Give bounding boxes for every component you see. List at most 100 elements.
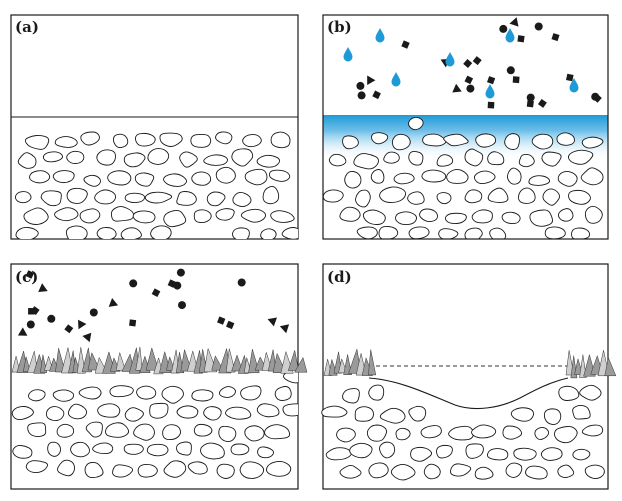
soil-pebble — [120, 227, 142, 239]
water-drop-icon — [391, 72, 401, 87]
soil-pebble — [544, 226, 566, 239]
soil-pebble — [66, 150, 85, 164]
soil-pebble — [191, 389, 214, 402]
soil-pebble — [422, 133, 447, 147]
panel-d-crust-remnants — [323, 348, 617, 379]
soil-pebble — [438, 228, 459, 239]
particle-triangle-icon — [78, 319, 87, 330]
soil-pebble — [557, 208, 574, 222]
soil-pebble — [266, 461, 292, 477]
panel-c-particles — [17, 268, 290, 343]
soil-pebble — [510, 407, 534, 422]
panel-c-label: (c) — [15, 268, 38, 286]
soil-pebble — [193, 209, 212, 224]
soil-pebble — [531, 133, 554, 150]
soil-pebble — [518, 153, 535, 168]
particle-square-icon — [512, 76, 520, 84]
soil-pebble — [572, 405, 591, 420]
soil-pebble — [230, 443, 250, 456]
soil-pebble — [244, 168, 268, 186]
soil-pebble — [257, 446, 274, 459]
soil-pebble — [123, 152, 146, 168]
soil-pebble — [325, 447, 352, 461]
crust-crystal — [231, 354, 243, 372]
soil-pebble — [557, 464, 575, 478]
soil-pebble — [190, 134, 212, 148]
crust-crystal — [27, 351, 38, 373]
soil-pebble — [408, 405, 427, 422]
water-drop-icon — [343, 47, 353, 62]
soil-pebble — [464, 227, 483, 239]
soil-pebble — [420, 425, 442, 439]
particle-triangle-icon — [367, 75, 376, 85]
soil-pebble — [15, 226, 39, 239]
soil-pebble — [489, 227, 507, 239]
soil-pebble — [395, 427, 411, 441]
particle-square-icon — [463, 58, 473, 69]
particle-square-icon — [401, 40, 410, 49]
soil-pebble — [218, 386, 236, 398]
panel-a-label: (a) — [15, 18, 39, 36]
particle-triangle-icon — [279, 324, 290, 334]
soil-pebble — [65, 225, 88, 239]
soil-pebble — [557, 170, 578, 187]
panel-b-water-drops — [343, 28, 579, 99]
soil-pebble — [215, 166, 236, 184]
soil-pebble — [443, 133, 469, 147]
soil-pebble — [96, 227, 117, 239]
soil-pebble — [107, 170, 132, 186]
panel-d: (d) — [321, 263, 617, 490]
soil-pebble — [368, 462, 389, 479]
soil-pebble — [70, 441, 90, 458]
soil-pebble — [78, 386, 102, 400]
soil-pebble — [342, 388, 360, 404]
soil-pebble — [216, 463, 235, 479]
soil-pebble — [408, 117, 424, 131]
soil-pebble — [27, 422, 47, 438]
soil-pebble — [568, 189, 591, 205]
soil-pebble — [14, 191, 32, 204]
particle-circle-icon — [356, 81, 365, 90]
soil-pebble — [260, 228, 277, 239]
soil-pebble — [52, 170, 75, 184]
soil-pebble — [24, 134, 50, 150]
soil-pebble — [281, 227, 298, 239]
soil-pebble — [502, 425, 523, 440]
soil-pebble — [581, 424, 604, 437]
soil-pebble — [528, 175, 551, 186]
soil-pebble — [25, 460, 48, 473]
soil-pebble — [379, 186, 407, 203]
soil-pebble — [136, 385, 157, 400]
soil-pebble — [518, 187, 536, 204]
panel-c-crust-crystals — [11, 346, 308, 375]
particle-square-icon — [226, 320, 235, 330]
soil-pebble — [501, 211, 521, 225]
soil-pebble — [584, 205, 603, 224]
soil-pebble — [393, 172, 415, 185]
soil-pebble — [423, 463, 441, 480]
particle-square-icon — [28, 308, 35, 315]
soil-pebble — [40, 190, 62, 207]
soil-pebble — [203, 154, 228, 166]
soil-pebble — [543, 408, 562, 425]
soil-pebble — [110, 206, 135, 222]
soil-pebble — [342, 135, 359, 150]
soil-pebble — [124, 192, 146, 204]
soil-pebble — [370, 169, 385, 184]
soil-pebble — [57, 459, 75, 477]
soil-pebble — [215, 208, 235, 221]
soil-pebble — [464, 189, 483, 204]
soil-pebble — [408, 150, 424, 166]
soil-pebble — [56, 423, 75, 438]
soil-pebble — [239, 461, 265, 479]
soil-pebble — [571, 227, 591, 239]
panel-b-frame — [322, 14, 609, 240]
particle-square-icon — [517, 35, 525, 43]
soil-pebble — [572, 448, 591, 461]
particle-square-icon — [537, 98, 547, 108]
soil-pebble — [556, 132, 575, 146]
particle-circle-icon — [129, 279, 138, 288]
soil-pebble — [146, 443, 169, 457]
soil-pebble — [339, 464, 362, 479]
